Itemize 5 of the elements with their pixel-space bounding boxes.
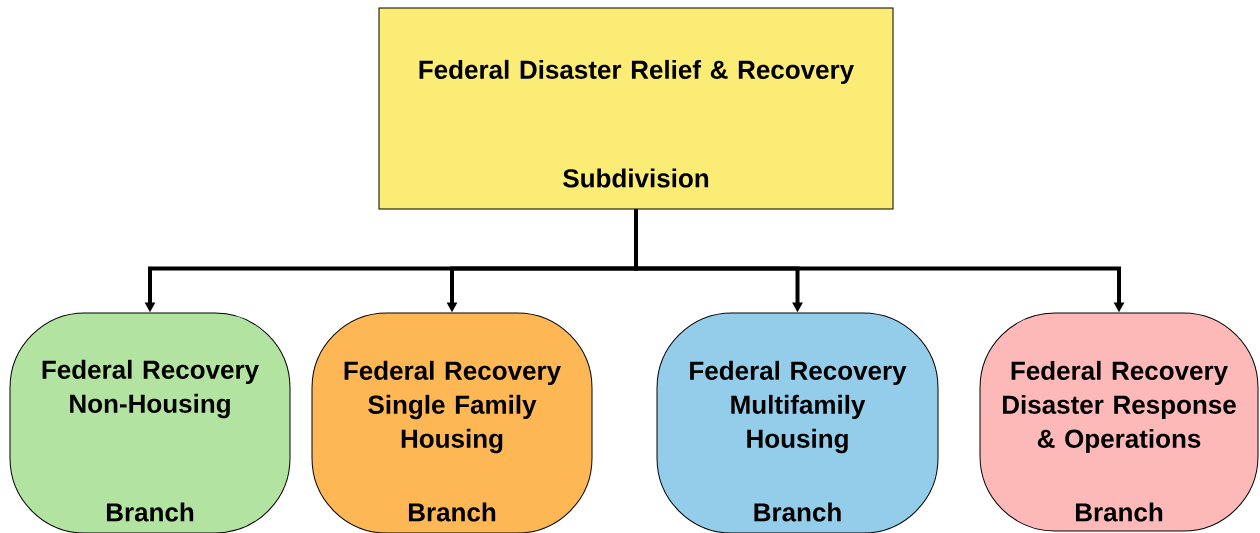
rounded-box: Federal Recovery Non-Housing Branch <box>9 312 291 533</box>
process-box: Federal Disaster Relief & Recovery Subdivision <box>378 7 894 210</box>
rounded-box: Federal Recovery Disaster Response & Operations Branch <box>979 312 1259 532</box>
rounded-box: Federal Recovery Single Family Housing Branch <box>311 312 593 533</box>
rounded-box: Federal Recovery Multifamily Housing Branch <box>656 312 939 533</box>
